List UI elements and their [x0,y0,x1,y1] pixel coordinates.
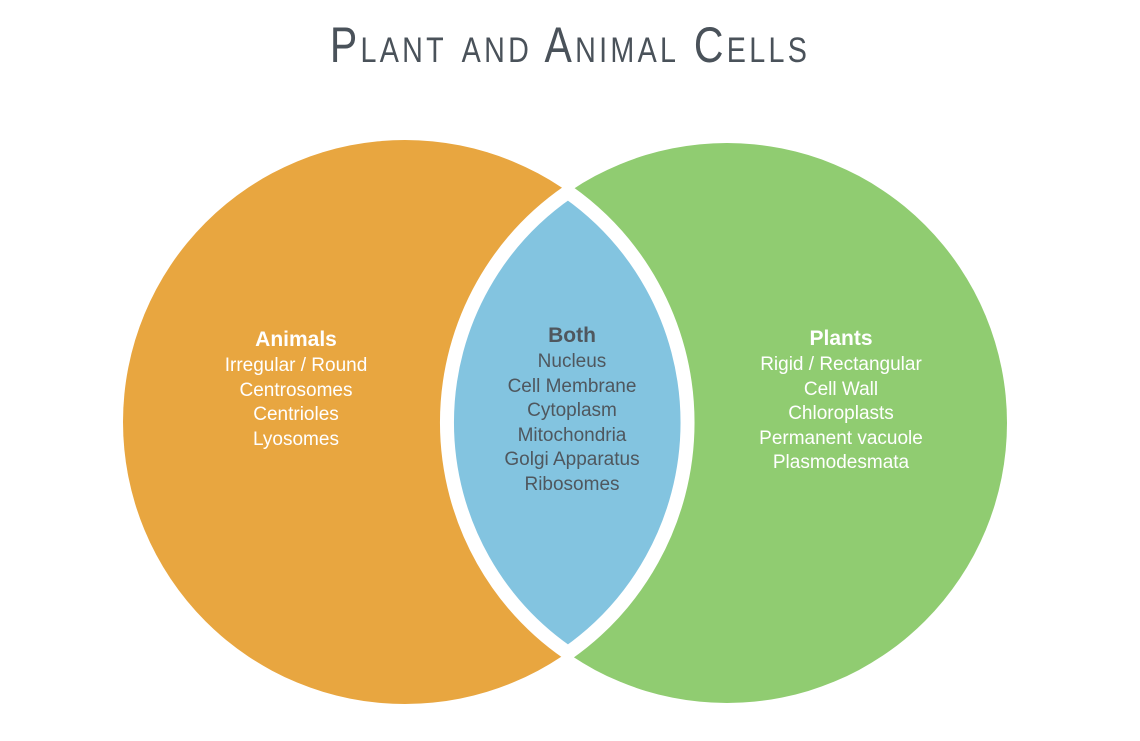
animals-item: Lyosomes [253,428,339,450]
both-item: Ribosomes [524,473,620,495]
both-item: Cytoplasm [527,400,617,422]
plants-item: Plasmodesmata [772,452,910,474]
plants-section: Plants Rigid / Rectangular Cell Wall Chl… [759,325,923,476]
both-lens-shape [440,183,695,662]
animals-section: Animals Irregular / Round Centrosomes Ce… [225,326,368,452]
plants-item: Rigid / Rectangular [760,354,922,375]
both-item: Golgi Apparatus [504,449,640,471]
both-section: Both Nucleus Cell Membrane Cytoplasm Mit… [504,322,639,498]
animals-heading: Animals [255,328,337,351]
plants-item: Chloroplasts [788,403,894,425]
plants-item: Cell Wall [803,378,879,400]
plants-item: Permanent vacuole [759,427,923,449]
animals-item: Centrosomes [239,379,353,401]
animals-item: Irregular / Round [224,355,368,376]
plants-heading: Plants [809,327,873,350]
page-title: Plant and Animal Cells [329,17,811,73]
both-item: Nucleus [537,351,607,372]
animals-item: Centrioles [253,404,339,426]
both-item: Mitochondria [517,424,627,446]
both-heading: Both [548,324,596,347]
both-item: Cell Membrane [507,375,637,397]
